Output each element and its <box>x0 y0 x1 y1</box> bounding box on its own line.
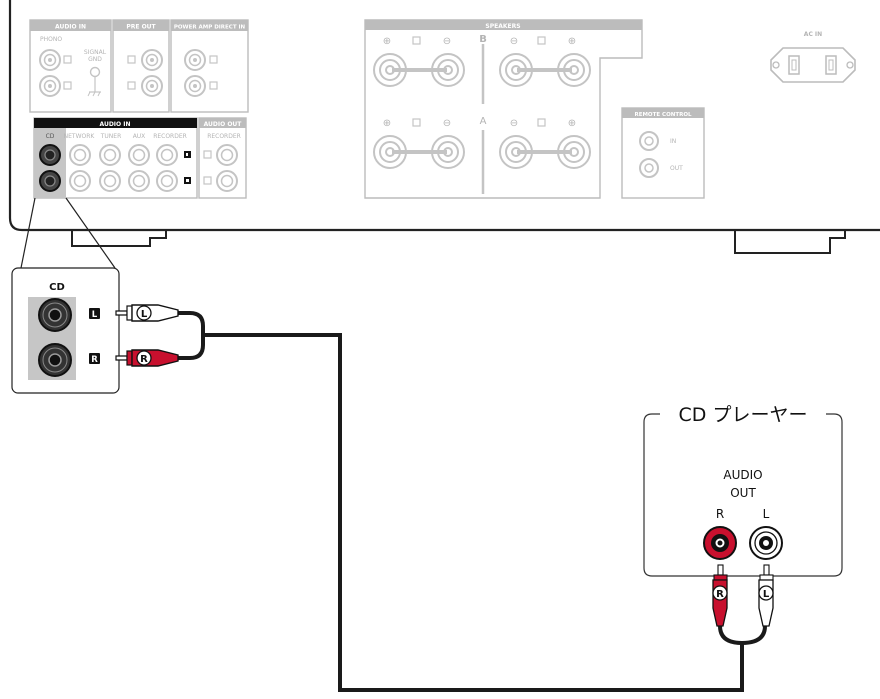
pre-out-group: PRE OUT <box>112 19 170 113</box>
cd-r-label: R <box>716 507 724 521</box>
rca-plug-l-player: L <box>758 564 774 627</box>
power-amp-direct-in-group: POWER AMP DIRECT IN <box>170 19 249 113</box>
plug-r-mark: R <box>140 354 148 365</box>
rca-plug-r-player: R <box>712 564 728 627</box>
svg-text:⊕: ⊕ <box>383 118 391 129</box>
player-plug-l-mark: L <box>763 589 770 600</box>
cable-run <box>203 333 744 692</box>
plug-l-mark: L <box>141 309 148 320</box>
cd-output-jack-l <box>749 526 783 560</box>
speakers-group: SPEAKERS B A ⊕ ⊖ ⊖ ⊕ ⊕ ⊖ ⊖ ⊕ <box>364 19 643 199</box>
svg-text:L: L <box>92 310 98 320</box>
svg-text:⊕: ⊕ <box>568 36 576 47</box>
zoom-l-badge <box>89 308 100 319</box>
pre-out-header: PRE OUT <box>126 24 156 31</box>
audio-in-top-header: AUDIO IN <box>55 24 86 31</box>
cable-join-player-end <box>718 625 767 646</box>
audio-out-group: AUDIO OUT RECORDER <box>198 117 247 199</box>
audio-out-label-2: OUT <box>730 486 756 500</box>
amplifier-rear-panel: AUDIO IN PHONO SIGNAL GND PRE OUT <box>8 0 880 254</box>
other-input-jacks <box>69 144 178 192</box>
remote-out-label: OUT <box>670 165 683 172</box>
callout-pointer-left <box>20 197 36 269</box>
rca-plug-l-amp: L <box>115 304 179 322</box>
remote-control-group: REMOTE CONTROL IN OUT <box>621 107 705 199</box>
tuner-input-label: TUNER <box>100 133 122 140</box>
svg-text:⊖: ⊖ <box>443 36 451 47</box>
audio-out-label-1: AUDIO <box>723 468 762 482</box>
cd-player-title: CD プレーヤー <box>679 404 808 426</box>
network-input-label: NETWORK <box>64 133 96 140</box>
svg-text:⊖: ⊖ <box>510 118 518 129</box>
speaker-terminals <box>373 53 591 169</box>
svg-text:⊖: ⊖ <box>510 36 518 47</box>
cd-input-jacks <box>39 144 61 192</box>
audio-in-top-group: AUDIO IN PHONO SIGNAL GND <box>29 19 112 113</box>
cd-output-jack-r <box>703 526 737 560</box>
speaker-a-label: A <box>480 116 487 127</box>
remote-control-header: REMOTE CONTROL <box>634 112 692 118</box>
speaker-b-label: B <box>479 34 487 45</box>
svg-text:⊕: ⊕ <box>568 118 576 129</box>
svg-text:⊕: ⊕ <box>383 36 391 47</box>
cd-input-zoom-callout: CD L R <box>11 197 120 394</box>
ch-l-mark-icon <box>63 55 72 64</box>
cd-l-label: L <box>763 507 770 521</box>
zoom-cd-title: CD <box>49 282 65 293</box>
speaker-terminal-signs: ⊕ ⊖ ⊖ ⊕ ⊕ ⊖ ⊖ ⊕ <box>383 36 576 129</box>
zoom-cd-jacks <box>38 298 72 377</box>
rca-plug-r-amp: R <box>115 349 179 367</box>
recorder-output-label: RECORDER <box>207 133 241 140</box>
recorder-input-label: RECORDER <box>153 133 187 140</box>
svg-text:R: R <box>91 355 98 365</box>
speakers-header: SPEAKERS <box>485 23 520 30</box>
cd-player-outline <box>643 413 843 577</box>
ac-in-label: AC IN <box>804 31 822 38</box>
amplifier-foot-right <box>734 230 846 254</box>
signal-gnd-label: SIGNAL <box>84 49 107 56</box>
phono-jacks <box>39 49 61 97</box>
phono-label: PHONO <box>40 36 62 43</box>
aux-input-label: AUX <box>133 133 146 140</box>
audio-out-header: AUDIO OUT <box>204 121 243 128</box>
svg-text:⊖: ⊖ <box>443 118 451 129</box>
rca-cable <box>178 311 767 692</box>
callout-pointer-right <box>65 197 116 269</box>
zoom-r-badge <box>89 353 100 364</box>
ch-r-mark-icon <box>63 81 72 90</box>
ground-terminal <box>89 66 101 78</box>
ac-inlet-socket <box>770 47 856 83</box>
player-plug-r-mark: R <box>716 589 724 600</box>
ac-in-group: AC IN <box>770 31 856 83</box>
cd-input-label: CD <box>46 133 55 140</box>
audio-in-header: AUDIO IN <box>100 121 131 128</box>
signal-gnd-label-2: GND <box>88 56 102 63</box>
amplifier-foot-left <box>71 230 167 247</box>
remote-in-label: IN <box>670 138 676 145</box>
audio-in-bottom-group: AUDIO IN CD NETWORK TUNER AUX RECORDER <box>33 117 198 199</box>
cd-player: CD プレーヤー AUDIO OUT R L <box>643 404 843 577</box>
power-amp-direct-in-header: POWER AMP DIRECT IN <box>174 25 246 31</box>
cable-join-amp-end <box>178 311 205 360</box>
